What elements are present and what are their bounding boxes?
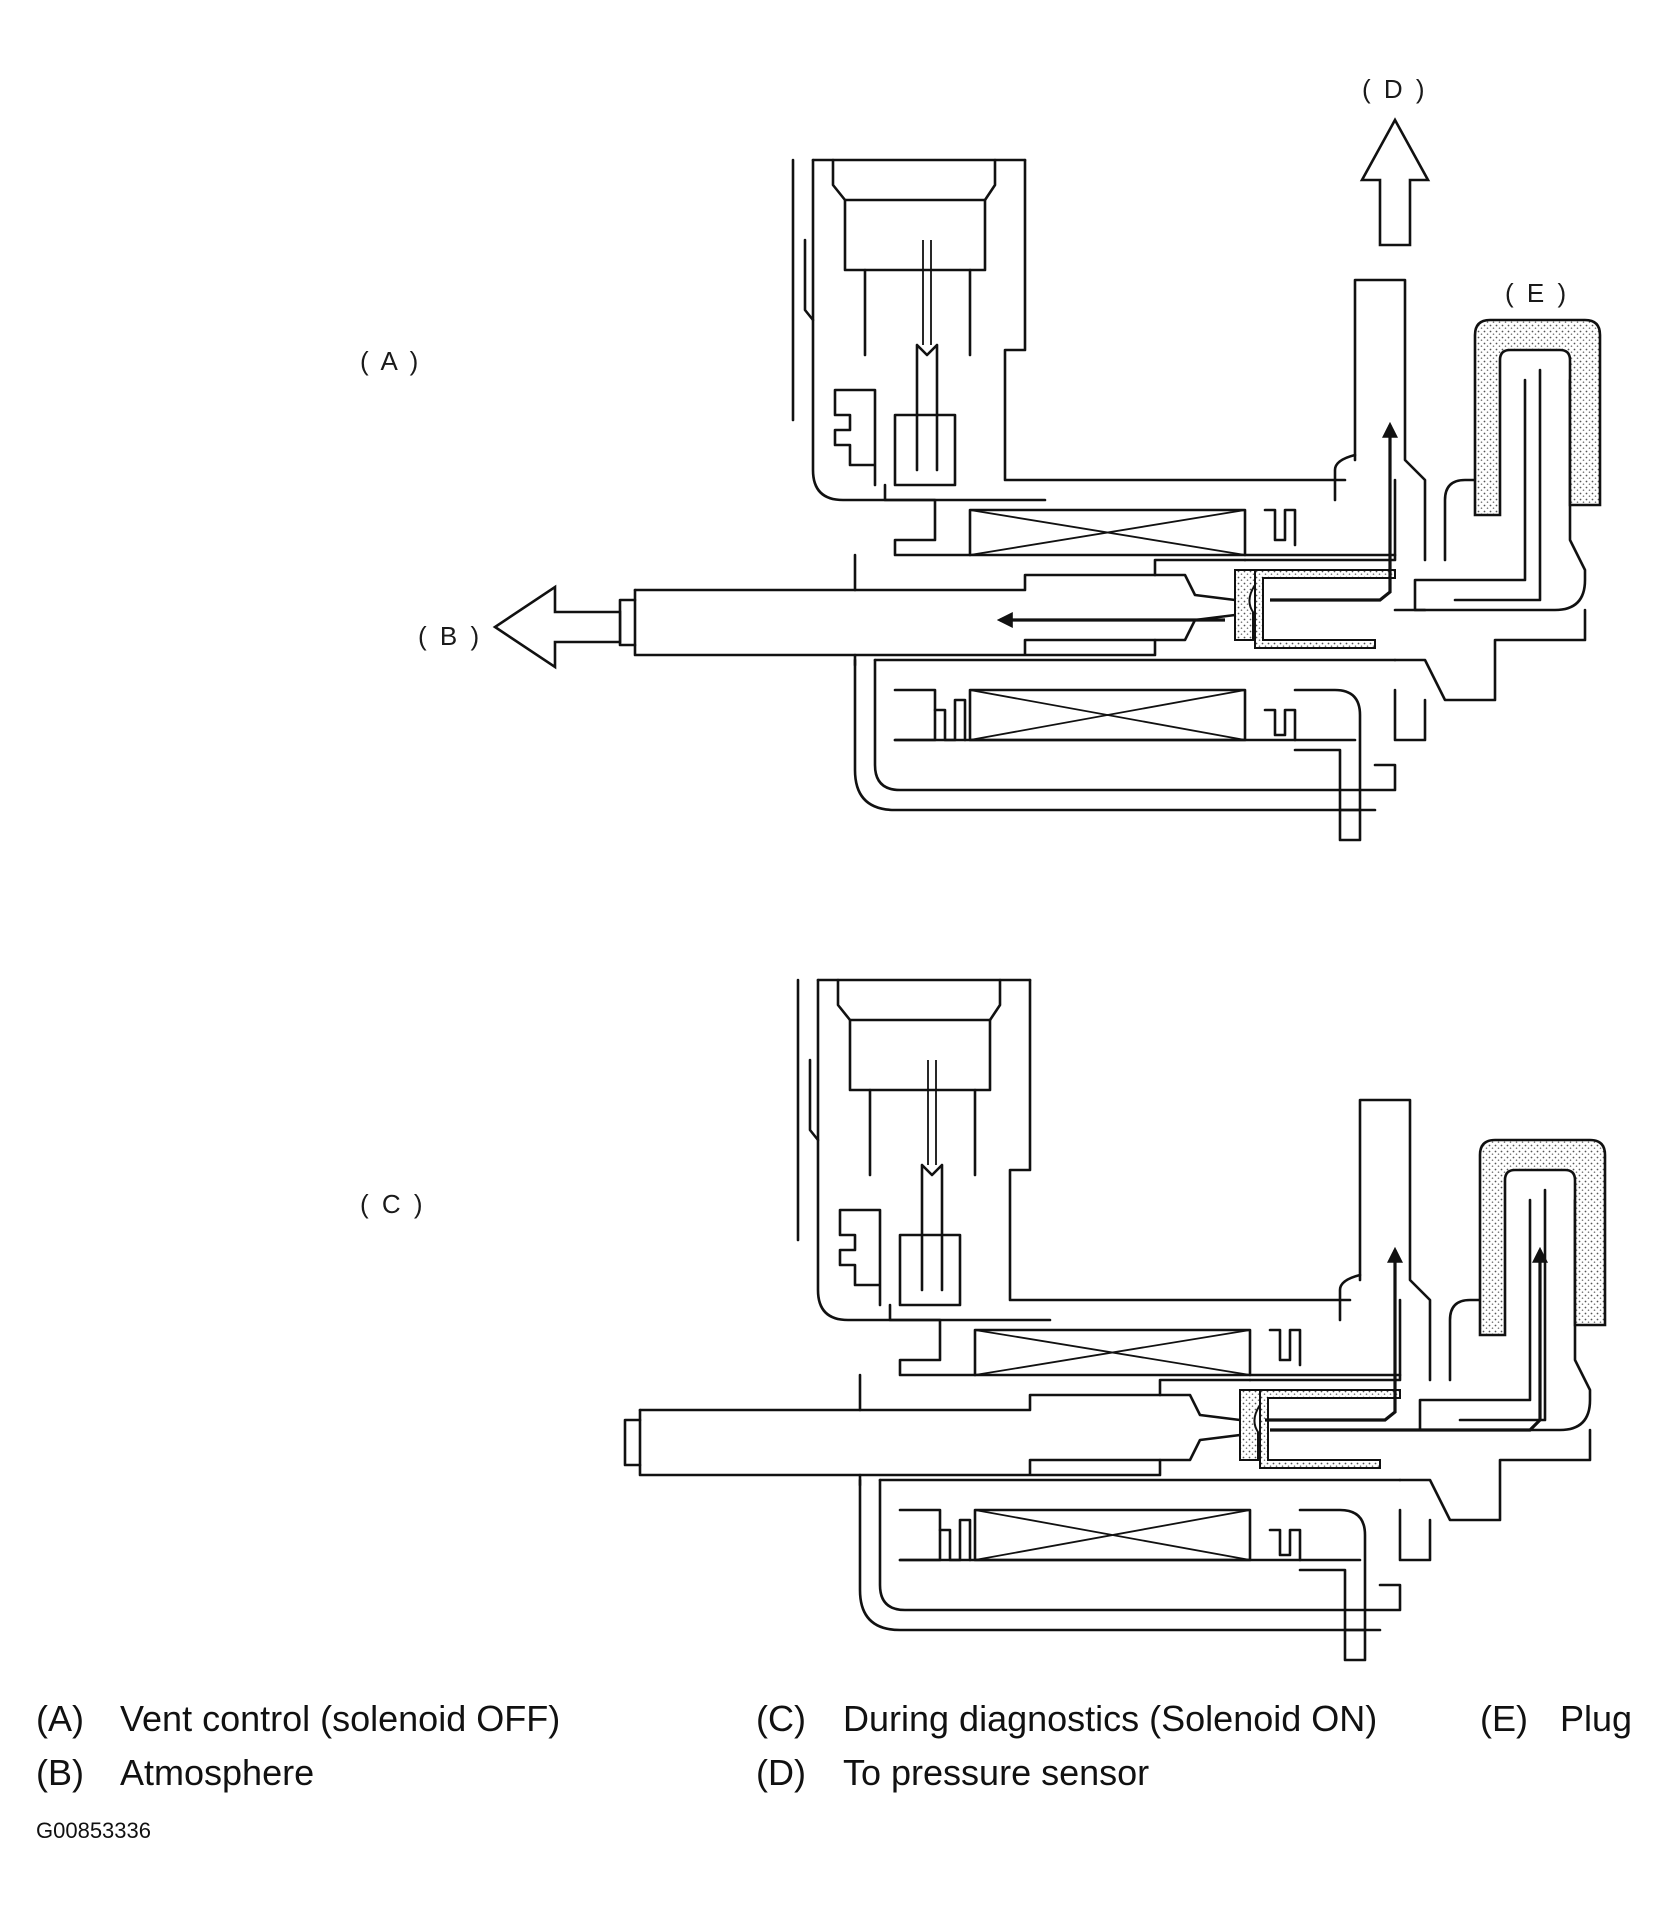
label-c: ( C ) bbox=[360, 1189, 426, 1219]
label-e: ( E ) bbox=[1505, 278, 1569, 308]
label-b: ( B ) bbox=[418, 621, 482, 651]
label-a: ( A ) bbox=[360, 346, 421, 376]
valve-diagram-solenoid-off: ( A ) ( B ) ( D ) ( E ) bbox=[360, 74, 1602, 842]
outlet-arrow-d bbox=[1359, 117, 1431, 247]
flow-arrow-pressure-sensor-on bbox=[1265, 1246, 1403, 1422]
flow-arrow-plug-on bbox=[1270, 1246, 1548, 1432]
outlet-arrow-b bbox=[492, 584, 622, 670]
label-d: ( D ) bbox=[1362, 74, 1428, 104]
valve-diagram-solenoid-on: ( C ) bbox=[360, 978, 1607, 1662]
flow-arrow-to-pressure-sensor bbox=[1270, 421, 1398, 602]
